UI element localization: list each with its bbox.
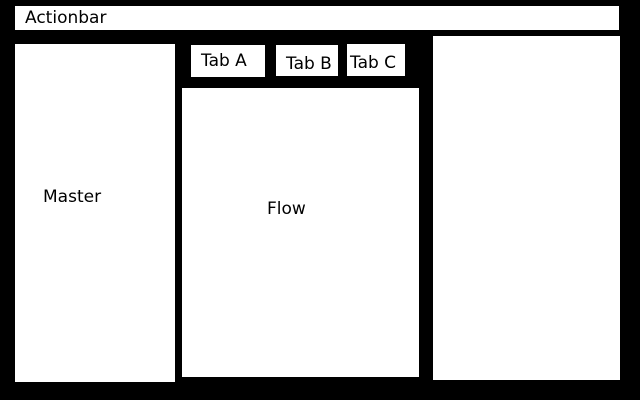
flow-pane: Flow xyxy=(182,88,419,377)
actionbar: Actionbar xyxy=(15,6,619,30)
master-pane: Master xyxy=(15,44,175,382)
master-label: Master xyxy=(43,187,102,207)
tab-c[interactable]: Tab C xyxy=(347,44,405,76)
tab-a[interactable]: Tab A xyxy=(191,45,265,77)
tab-b-label: Tab B xyxy=(286,54,332,74)
tab-c-label: Tab C xyxy=(350,53,397,73)
actionbar-label: Actionbar xyxy=(25,8,107,28)
detail-pane xyxy=(433,36,620,380)
flow-label: Flow xyxy=(267,199,306,219)
tab-a-label: Tab A xyxy=(201,51,247,71)
tab-b[interactable]: Tab B xyxy=(276,45,338,76)
